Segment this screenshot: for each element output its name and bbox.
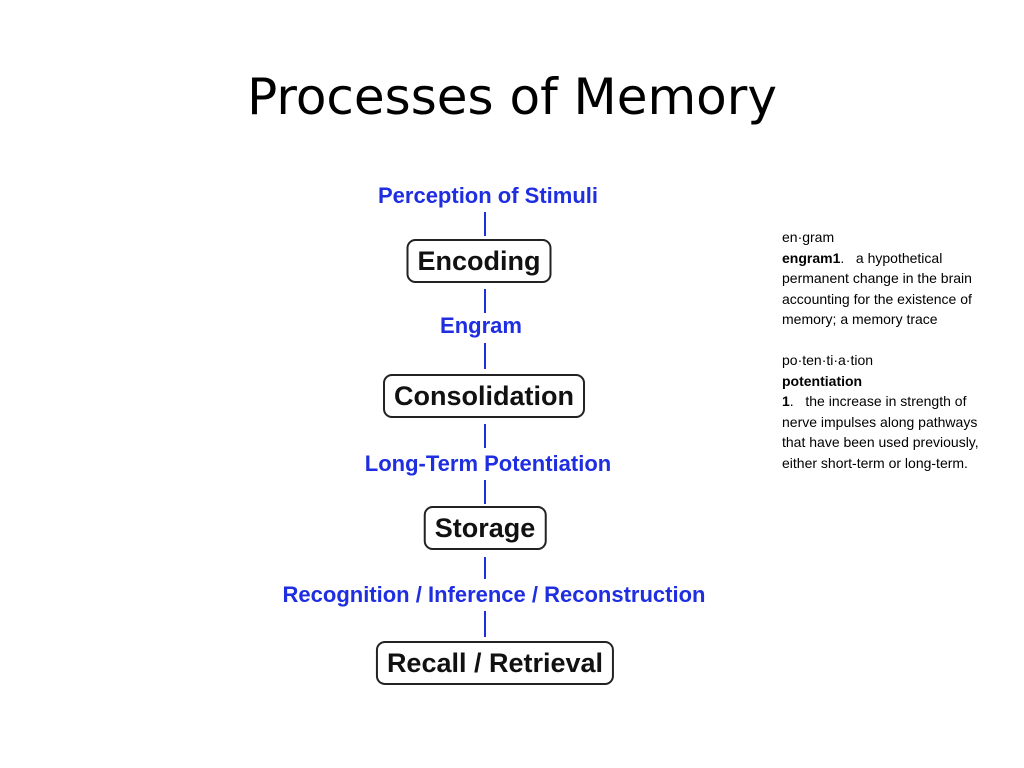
flow-connector bbox=[484, 557, 486, 579]
flow-connector bbox=[484, 343, 486, 369]
definition-entry-potentiation: po·ten·ti·a·tion potentiation 1. the inc… bbox=[782, 350, 997, 473]
flow-connector bbox=[484, 480, 486, 504]
step-perception-of-stimuli: Perception of Stimuli bbox=[377, 183, 599, 208]
number-suffix: . bbox=[840, 249, 845, 266]
slide-title: Processes of Memory bbox=[247, 68, 777, 126]
headword: potentiation bbox=[782, 372, 863, 389]
definition-body: the increase in strength of nerve impuls… bbox=[782, 393, 979, 471]
headword-line: potentiation bbox=[782, 371, 997, 392]
step-recall-retrieval-box: Recall / Retrieval bbox=[375, 641, 615, 685]
flow-connector bbox=[484, 611, 486, 637]
headword: engram1 bbox=[782, 249, 841, 266]
step-encoding-box: Encoding bbox=[406, 239, 552, 283]
definition-text: 1. the increase in strength of nerve imp… bbox=[782, 391, 997, 473]
definition-text: engram1. a hypothetical permanent change… bbox=[782, 248, 997, 330]
flow-connector bbox=[484, 289, 486, 313]
step-consolidation-box: Consolidation bbox=[383, 374, 585, 418]
step-long-term-potentiation: Long-Term Potentiation bbox=[364, 451, 612, 476]
step-engram: Engram bbox=[440, 313, 522, 338]
flow-connector bbox=[484, 424, 486, 448]
flow-connector bbox=[484, 212, 486, 236]
sense-number: 1 bbox=[782, 393, 790, 409]
definition-body: a hypothetical permanent change in the b… bbox=[782, 249, 972, 328]
step-storage-box: Storage bbox=[423, 506, 547, 550]
pronunciation: po·ten·ti·a·tion bbox=[782, 352, 874, 368]
definition-entry-engram: en·gram engram1. a hypothetical permanen… bbox=[782, 227, 997, 330]
definitions-panel: en·gram engram1. a hypothetical permanen… bbox=[782, 227, 997, 473]
step-recognition-inference-reconstruction: Recognition / Inference / Reconstruction bbox=[282, 582, 706, 607]
number-suffix: . bbox=[789, 393, 794, 409]
pronunciation: en·gram bbox=[782, 229, 835, 245]
